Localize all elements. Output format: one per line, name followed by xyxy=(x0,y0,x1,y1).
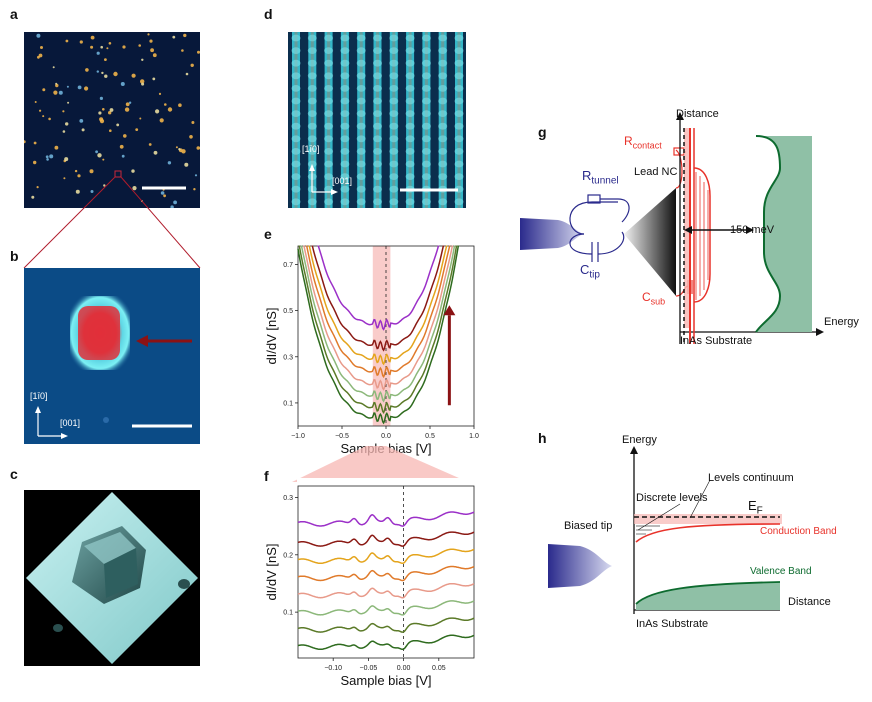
x-tick-label: −1.0 xyxy=(291,433,305,440)
panel-label-f: f xyxy=(264,468,269,484)
y-tick-label: 0.3 xyxy=(283,354,293,361)
series-line-1 xyxy=(297,617,475,633)
nc-3d-render xyxy=(24,490,200,666)
series-line-2 xyxy=(297,600,475,616)
series-line-7 xyxy=(297,511,475,527)
lead-nc xyxy=(624,188,676,296)
g-substrate-label: InAs Substrate xyxy=(680,335,753,347)
panel-label-a: a xyxy=(10,6,18,22)
valence-band-area xyxy=(636,582,780,610)
series-line-2 xyxy=(298,240,474,403)
y-tick-label: 0.1 xyxy=(283,400,293,407)
nc-zoom-image: [1ī0] [001] xyxy=(24,268,200,444)
h-distance-label: Distance xyxy=(788,596,831,608)
x-tick-label: 0.05 xyxy=(432,665,446,672)
series-line-4 xyxy=(298,240,474,379)
biased-tip-shape xyxy=(548,544,612,588)
series-line-3 xyxy=(298,240,474,391)
y-tick-label: 0.3 xyxy=(283,495,293,502)
series-line-0 xyxy=(297,634,475,651)
band-bending-schematic xyxy=(548,446,782,614)
series-line-6 xyxy=(297,531,475,547)
series-line-5 xyxy=(298,240,474,366)
circuit-band-schematic xyxy=(520,112,824,344)
y-tick-label: 0.7 xyxy=(283,262,293,269)
levels-continuum-label: Levels continuum xyxy=(708,472,794,484)
chart-e: −1.0−0.50.00.51.00.10.30.50.7Sample bias… xyxy=(264,236,479,456)
series-line-0 xyxy=(297,240,474,425)
r-contact-label: Rcontact xyxy=(624,134,662,151)
y-axis-label: dI/dV [nS] xyxy=(264,543,279,600)
series-line-3 xyxy=(297,582,475,599)
x-tick-label: −0.5 xyxy=(335,433,349,440)
y-tick-label: 0.2 xyxy=(283,552,293,559)
overview-overlay xyxy=(114,170,186,190)
conduction-band-well xyxy=(693,167,711,303)
x-tick-label: 0.5 xyxy=(425,433,435,440)
g-energy-label: Energy xyxy=(824,316,859,328)
zoom-funnel xyxy=(292,446,468,482)
y-tick-label: 0.5 xyxy=(283,308,293,315)
x-axis-label: Sample bias [V] xyxy=(340,673,431,688)
h-energy-label: Energy xyxy=(622,434,657,446)
ef-label: EF xyxy=(748,498,763,517)
stm-overview-dots xyxy=(24,33,200,208)
lead-nc-label: Lead NC xyxy=(634,166,678,178)
series-line-5 xyxy=(297,548,475,565)
panel-label-d: d xyxy=(264,6,273,22)
discrete-levels-label: Discrete levels xyxy=(636,492,708,504)
panel-label-c: c xyxy=(10,466,18,482)
conduction-band-label: Conduction Band xyxy=(760,526,837,537)
zoom-box xyxy=(114,170,122,178)
highlight-band xyxy=(372,246,391,426)
h-substrate-label: InAs Substrate xyxy=(636,618,709,630)
x-tick-label: 0.0 xyxy=(381,433,391,440)
g-distance-label: Distance xyxy=(676,108,719,120)
direction-label-d2: [001] xyxy=(332,176,353,186)
panel-label-e: e xyxy=(264,226,272,242)
direction-label-d1: [1ī0] xyxy=(302,144,320,154)
panel-label-h: h xyxy=(538,430,547,446)
valence-band-fill xyxy=(756,136,812,332)
x-tick-label: −0.10 xyxy=(324,665,342,672)
plot-frame xyxy=(297,485,475,659)
gap-label: 150 meV xyxy=(730,224,775,236)
direction-label-b1: [1ī0] xyxy=(30,391,48,401)
valence-band-label: Valence Band xyxy=(750,566,812,577)
stm-tip xyxy=(520,218,584,250)
x-tick-label: −0.05 xyxy=(360,665,378,672)
c-sub-label: Csub xyxy=(642,290,666,307)
stm-overview-image xyxy=(24,32,200,208)
x-tick-label: 0.00 xyxy=(397,665,411,672)
atomic-resolution-image: [1ī0] [001] xyxy=(288,32,466,208)
direction-label-b2: [001] xyxy=(60,418,81,428)
y-tick-label: 0.1 xyxy=(283,610,293,617)
series-line-4 xyxy=(297,565,475,582)
y-axis-label: dI/dV [nS] xyxy=(264,307,279,364)
series-line-1 xyxy=(297,240,474,414)
panel-label-b: b xyxy=(10,248,19,264)
conduction-band-line xyxy=(635,523,781,543)
x-tick-label: 1.0 xyxy=(469,433,479,440)
c-tip-label: Ctip xyxy=(580,262,600,281)
r-tunnel-label: Rtunnel xyxy=(582,168,619,187)
valence-band-edge xyxy=(755,135,782,333)
panel-label-g: g xyxy=(538,124,547,140)
biased-tip-label: Biased tip xyxy=(564,520,613,532)
zoom-lines xyxy=(23,176,201,269)
